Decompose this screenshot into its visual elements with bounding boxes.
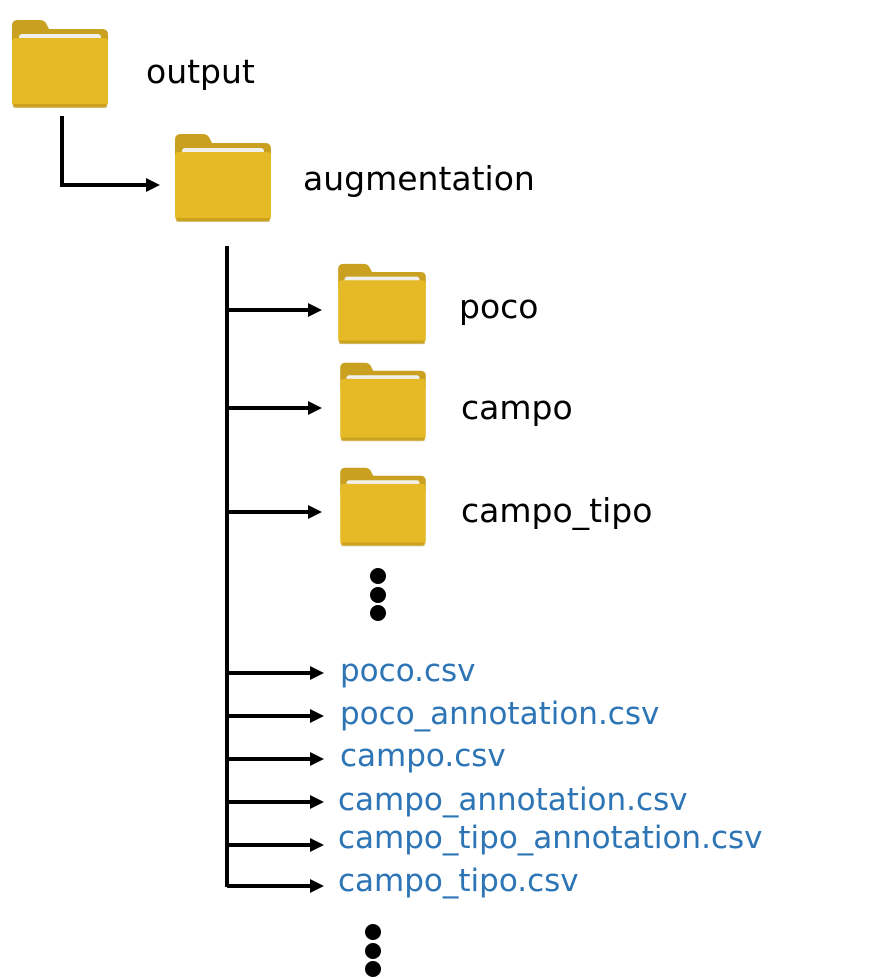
file-label-campo-csv: campo.csv xyxy=(340,738,506,774)
file-connector-poco-annotation-csv xyxy=(227,709,324,723)
root-connector xyxy=(60,116,160,192)
folder-icon xyxy=(175,134,271,222)
subfolder-connector-poco xyxy=(227,303,322,317)
folder-label-output: output xyxy=(146,52,255,91)
folder-icon xyxy=(340,467,426,547)
more-files-ellipsis-icon xyxy=(365,924,381,977)
folder-label-augmentation: augmentation xyxy=(303,159,535,198)
file-label-poco-annotation-csv: poco_annotation.csv xyxy=(340,696,660,732)
file-label-campo-tipo-annotation-csv: campo_tipo_annotation.csv xyxy=(338,820,763,856)
subfolder-connector-campo xyxy=(227,401,322,415)
folder-icon xyxy=(338,263,426,345)
folder-icon xyxy=(12,20,108,108)
file-connector-poco-csv xyxy=(227,666,324,680)
file-connector-campo-annotation-csv xyxy=(227,795,324,809)
folder-label-campo-tipo: campo_tipo xyxy=(461,491,653,530)
folder-label-campo: campo xyxy=(461,388,573,427)
file-connector-campo-tipo-csv xyxy=(227,879,324,893)
file-connector-campo-tipo-annotation-csv xyxy=(227,838,324,852)
subfolder-connector-campo-tipo xyxy=(227,505,322,519)
file-connector-campo-csv xyxy=(227,752,324,766)
more-subfolders-ellipsis-icon xyxy=(370,568,386,621)
file-label-campo-tipo-csv: campo_tipo.csv xyxy=(338,863,579,899)
folder-label-poco: poco xyxy=(459,287,539,326)
file-label-poco-csv: poco.csv xyxy=(340,653,476,689)
folder-icon xyxy=(340,362,426,442)
file-label-campo-annotation-csv: campo_annotation.csv xyxy=(338,782,688,818)
